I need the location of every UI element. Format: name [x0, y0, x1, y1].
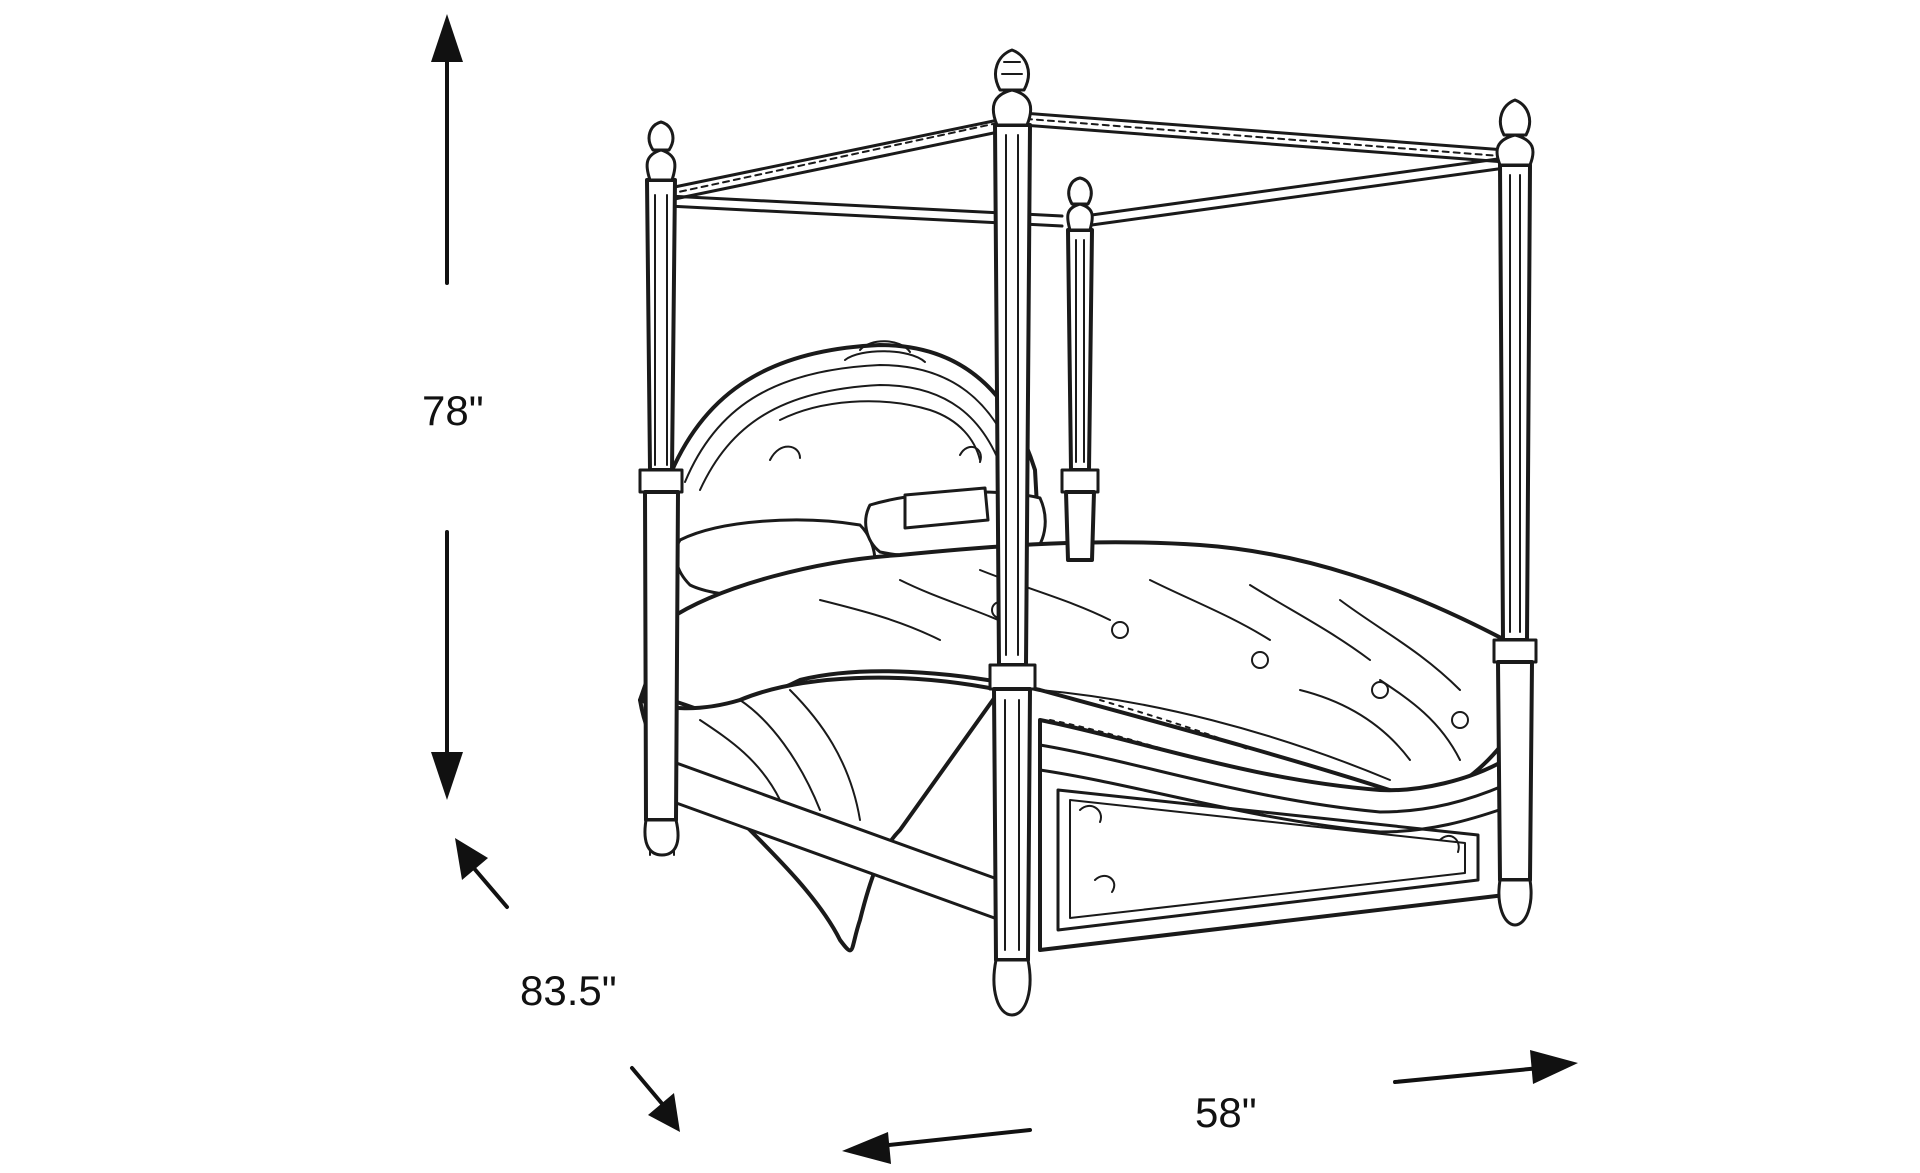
post-back-right [1060, 176, 1100, 562]
canopy-frame [658, 110, 1507, 230]
depth-dimension-label: 83.5" [520, 967, 617, 1014]
height-dimension-label: 78" [422, 387, 484, 434]
post-front-left [988, 48, 1037, 1017]
depth-arrow [455, 838, 680, 1132]
post-back-left [638, 120, 684, 857]
height-arrow [431, 14, 463, 800]
width-arrow [842, 1050, 1578, 1164]
width-dimension-label: 58" [1195, 1089, 1257, 1136]
post-front-right [1492, 98, 1538, 927]
footboard [1038, 718, 1507, 952]
